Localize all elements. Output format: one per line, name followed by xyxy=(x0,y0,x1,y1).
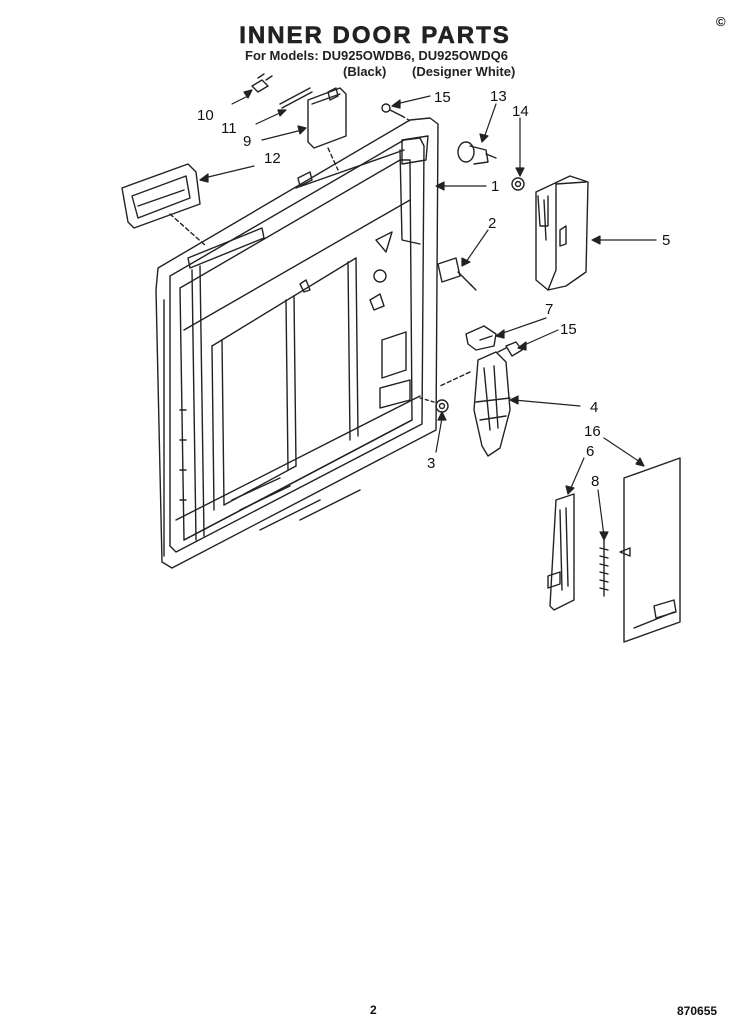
page-title: INNER DOOR PARTS xyxy=(239,22,511,50)
page-number: 2 xyxy=(370,1003,377,1017)
variant-black: (Black) xyxy=(343,64,387,79)
part-4-actuator xyxy=(439,351,511,457)
part-6-rail xyxy=(547,493,575,611)
callout-11: 11 xyxy=(221,120,237,137)
callout-9: 9 xyxy=(243,133,251,150)
part-8-spring xyxy=(599,539,609,597)
callout-15-mid: 15 xyxy=(560,321,577,338)
leader-lines xyxy=(199,89,657,541)
callout-2: 2 xyxy=(488,215,496,232)
inner-door-panel xyxy=(155,117,439,569)
callout-6: 6 xyxy=(586,443,594,460)
part-5-bracket xyxy=(535,175,589,291)
callout-10: 10 xyxy=(197,107,214,124)
callout-14: 14 xyxy=(512,103,529,120)
part-15-screw-mid xyxy=(497,341,523,357)
callout-13: 13 xyxy=(490,88,507,105)
part-11-rod xyxy=(279,87,313,109)
part-7-clip xyxy=(465,325,497,351)
callout-numbers: 1 2 3 4 5 6 7 8 9 10 11 12 13 14 15 15 1… xyxy=(197,88,670,490)
part-16-panel xyxy=(619,457,681,643)
callout-4: 4 xyxy=(590,399,598,416)
callout-8: 8 xyxy=(591,473,599,490)
document-code: 870655 xyxy=(677,1004,718,1018)
callout-3: 3 xyxy=(427,455,435,472)
callout-5: 5 xyxy=(662,232,670,249)
model-variants: (Black) (Designer White) xyxy=(343,64,537,79)
part-13-knob xyxy=(457,141,497,165)
models-line: For Models: DU925OWDB6, DU925OWDQ6 xyxy=(245,48,508,63)
part-9-cover xyxy=(307,87,347,171)
callout-16: 16 xyxy=(584,423,601,440)
callout-1: 1 xyxy=(491,178,499,195)
part-2-latch xyxy=(437,257,477,291)
callout-12: 12 xyxy=(264,150,281,167)
part-3-knob xyxy=(419,397,449,413)
variant-white: (Designer White) xyxy=(411,64,516,79)
part-12-handle xyxy=(121,163,207,247)
part-15-screw-top xyxy=(381,103,413,123)
copyright-mark: © xyxy=(716,14,726,29)
callout-7: 7 xyxy=(545,301,553,318)
part-10-screw xyxy=(251,73,273,93)
part-14-washer xyxy=(511,177,525,191)
callout-15-top: 15 xyxy=(434,89,451,106)
